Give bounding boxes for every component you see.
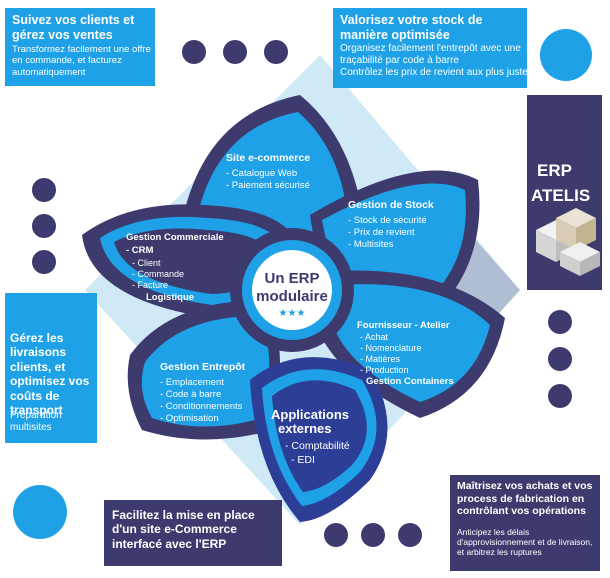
box-top-right-bg xyxy=(333,8,527,88)
petal-applications-item-1: - Comptabilité xyxy=(285,440,350,452)
petal-applications-item-2: - EDI xyxy=(291,454,315,466)
center-title-line-2: modulaire xyxy=(256,288,328,305)
box-bottom-right-text: Anticipez les délais d'approvisionnement… xyxy=(457,527,593,558)
petal-applications-title-line-2: externes xyxy=(278,421,332,436)
boxes-icon xyxy=(536,208,600,276)
box-top-left-title: Suivez vos clients et gérez vos ventes xyxy=(12,13,135,42)
petal-entrepot-item-4: - Optimisation xyxy=(160,413,219,424)
petal-applications-externes xyxy=(250,357,388,522)
petal-commerciale-title: Gestion Commerciale xyxy=(126,232,224,243)
petal-commerciale-item-3: - Facture xyxy=(132,280,169,290)
box-bottom-right-title: Maîtrisez vos achats et vos process de f… xyxy=(457,480,593,518)
center-title-line-1: Un ERP xyxy=(264,270,320,287)
dot-top-right xyxy=(540,29,592,81)
petal-commerciale-item-1: - Client xyxy=(132,258,161,268)
petal-site-title: Site e-commerce xyxy=(226,152,311,164)
box-left-title: Gérez les livraisons clients, et optimis… xyxy=(10,331,90,417)
box-bottom-right-bg xyxy=(450,475,600,571)
petal-fournisseur-item-1: - Achat xyxy=(360,332,389,342)
petal-applications-title-line-1: Applications xyxy=(271,407,350,422)
box-top-left-bg xyxy=(5,8,155,86)
petal-gestion-entrepot xyxy=(127,300,280,440)
box-left-line-1: Préparation xyxy=(10,410,62,421)
box-top-right-line-3: Contrôlez les prix de revient aux plus j… xyxy=(340,67,533,78)
petal-stock-item-1: - Stock de sécurité xyxy=(348,215,427,226)
petal-commerciale-item-2: - Commande xyxy=(132,269,185,279)
petal-site-item-1: - Catalogue Web xyxy=(226,168,298,179)
petal-commerciale-footer: Logistique xyxy=(146,292,195,303)
petal-fournisseur-item-4: - Production xyxy=(360,365,409,375)
box-top-right-title: Valorisez votre stock de manière optimis… xyxy=(340,13,483,42)
box-top-right-line-1: Organisez facilement l'entrepôt avec une xyxy=(340,43,521,54)
petal-entrepot-item-2: - Code à barre xyxy=(160,389,222,400)
box-bottom-center-title: Facilitez la mise en place d'un site e-C… xyxy=(112,508,255,551)
box-right-title-line-1: ERP xyxy=(537,161,572,180)
dot-bottom-left xyxy=(13,485,67,539)
box-bottom-center-bg xyxy=(104,500,282,566)
dots-bottom xyxy=(324,523,422,547)
petal-fournisseur-item-2: - Nomenclature xyxy=(360,343,422,353)
petal-fournisseur-item-3: - Matières xyxy=(360,354,401,364)
petal-stock-title: Gestion de Stock xyxy=(348,199,434,211)
box-left-bg xyxy=(5,293,97,443)
petal-entrepot-item-1: - Emplacement xyxy=(160,377,224,388)
petal-entrepot-item-3: - Conditionnements xyxy=(160,401,243,412)
box-top-left-text: Transformez facilement une offre en comm… xyxy=(12,44,151,78)
petal-fournisseur-footer: Gestion Containers xyxy=(366,376,454,387)
petal-commerciale-sub: - CRM xyxy=(126,245,154,256)
box-top-right-line-2: traçabilité par code à barre xyxy=(340,55,459,66)
center-hub xyxy=(252,250,332,330)
dots-right xyxy=(548,310,572,408)
dots-left xyxy=(32,178,56,274)
petal-fournisseur-title: Fournisseur - Atelier xyxy=(357,320,450,331)
petal-site-item-2: - Paiement sécurisé xyxy=(226,180,310,191)
petal-entrepot-title: Gestion Entrepôt xyxy=(160,361,246,373)
dots-top xyxy=(182,40,288,64)
box-right-title-line-2: ATELIS xyxy=(531,186,591,205)
petal-stock-item-2: - Prix de revient xyxy=(348,227,415,238)
box-left-line-2: multisites xyxy=(10,422,52,433)
petal-stock-item-3: - Multisites xyxy=(348,239,394,250)
center-stars: ★★★ xyxy=(278,308,306,319)
